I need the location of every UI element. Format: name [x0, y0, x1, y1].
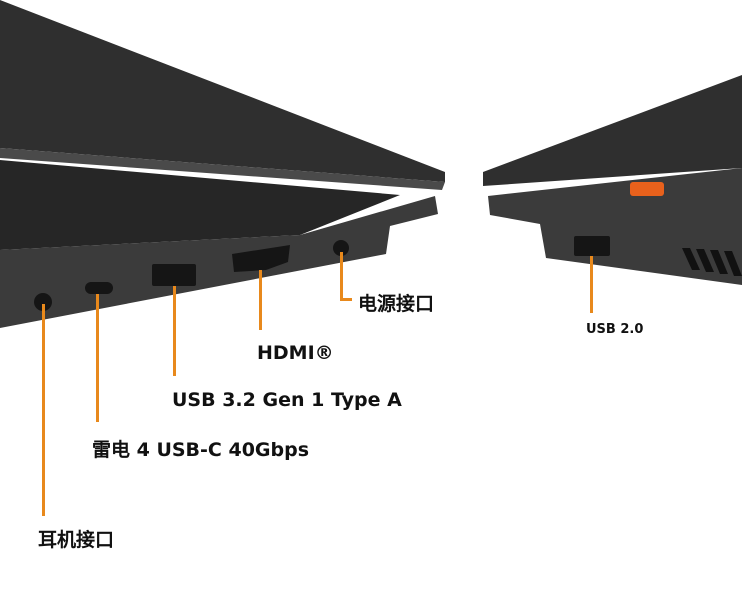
- hdmi-label: HDMI®: [257, 342, 334, 364]
- thunderbolt-leader-line: [96, 294, 99, 422]
- trackpoint-button: [630, 182, 664, 196]
- headphone-leader-line: [42, 304, 45, 516]
- left-laptop-base: [0, 196, 438, 328]
- left-laptop-lid: [0, 0, 445, 182]
- headphone-port: [34, 293, 52, 311]
- thunderbolt-label: 雷电 4 USB-C 40Gbps: [92, 439, 310, 461]
- usb2-label: USB 2.0: [586, 322, 644, 337]
- vent-grille: [682, 248, 742, 276]
- power-leader-line-h: [340, 298, 352, 301]
- usba-leader-line: [173, 286, 176, 376]
- right-laptop-base: [488, 168, 742, 285]
- right-laptop-lid: [483, 75, 742, 186]
- usbc-port: [85, 282, 113, 294]
- usb2-port: [574, 236, 610, 256]
- usba-port: [152, 264, 196, 286]
- power-label: 电源接口: [358, 293, 435, 315]
- hdmi-port: [232, 245, 290, 272]
- headphone-label: 耳机接口: [38, 529, 115, 551]
- usba-label: USB 3.2 Gen 1 Type A: [172, 389, 402, 411]
- usb2-leader-line: [590, 256, 593, 313]
- left-laptop-keyboard: [0, 160, 400, 250]
- hdmi-leader-line: [259, 270, 262, 330]
- power-port: [333, 240, 349, 256]
- power-leader-line: [340, 252, 343, 300]
- left-laptop-lid-edge: [0, 148, 445, 190]
